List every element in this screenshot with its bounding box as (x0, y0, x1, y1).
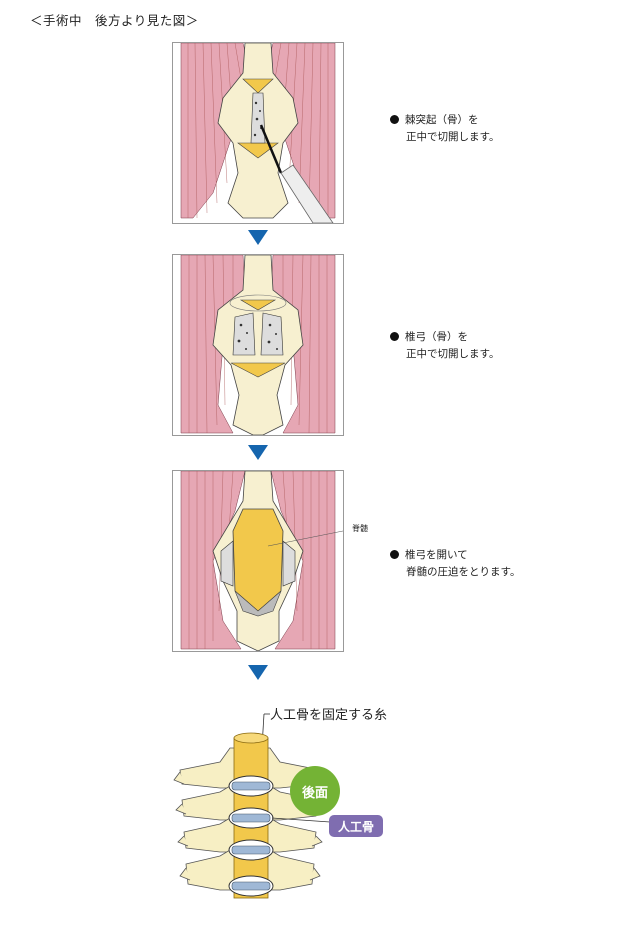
spinal-cord-label: 脊髄 (352, 524, 368, 533)
scalpel-icon (259, 124, 334, 223)
step-caption-1: 棘突起（骨）を 正中で切開します。 (390, 112, 499, 146)
lamina-incision-illustration (173, 255, 343, 435)
artificial-bone-badge: 人工骨 (329, 815, 383, 837)
down-triangle-arrow-icon (248, 445, 268, 460)
down-triangle-arrow-icon (248, 230, 268, 245)
step-caption-line2: 正中で切開します。 (406, 131, 500, 143)
page-title: ＜手術中 後方より見た図＞ (30, 13, 199, 28)
spinous-process-incision-illustration (173, 43, 343, 223)
fixing-thread-label: 人工骨を固定する糸 (270, 708, 388, 723)
step-caption-line1: 棘突起（骨）を (405, 114, 479, 126)
step-caption-3: 椎弓を開いて 脊髄の圧迫をとります。 (390, 547, 520, 581)
surgery-panel-3 (172, 470, 344, 652)
bullet-dot-icon (390, 115, 399, 124)
spinal-cord-decompression-illustration (173, 471, 343, 651)
step-caption-line1: 椎弓を開いて (405, 549, 468, 561)
surgery-panel-1 (172, 42, 344, 224)
step-caption-line1: 椎弓（骨）を (405, 331, 468, 343)
bullet-dot-icon (390, 332, 399, 341)
posterior-badge: 後面 (290, 766, 340, 816)
down-triangle-arrow-icon (248, 665, 268, 680)
step-caption-line2: 脊髄の圧迫をとります。 (406, 566, 521, 578)
artificial-bone-spine-illustration (173, 713, 331, 899)
step-caption-line2: 正中で切開します。 (406, 348, 500, 360)
bullet-dot-icon (390, 550, 399, 559)
surgery-panel-2 (172, 254, 344, 436)
step-caption-2: 椎弓（骨）を 正中で切開します。 (390, 329, 499, 363)
